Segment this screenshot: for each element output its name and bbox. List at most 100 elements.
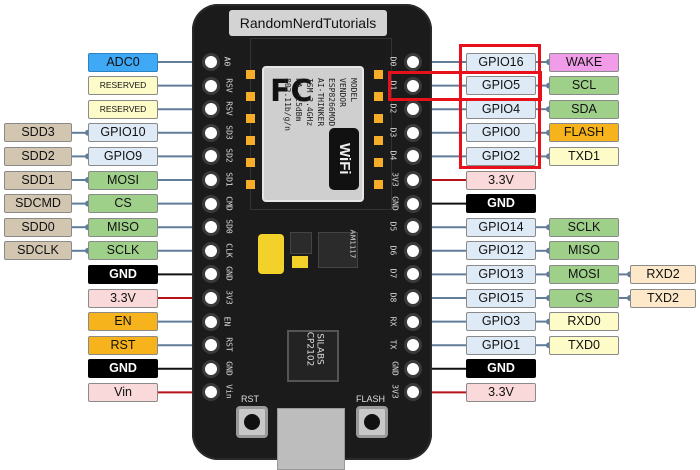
right-pin-tag: SCLK — [549, 217, 619, 237]
right-pin-tag: 3.3V — [466, 170, 536, 190]
right-pin-hole — [404, 265, 422, 284]
left-pin-hole — [202, 241, 220, 260]
module-pad — [374, 158, 383, 167]
right-pin-label: GND — [390, 195, 400, 211]
module-pad — [246, 136, 255, 145]
left-pin-hole — [202, 359, 220, 378]
right-pin-hole — [404, 147, 422, 166]
right-pin-tag: SDA — [549, 99, 619, 119]
left-pin-tag: SDD1 — [4, 170, 72, 190]
right-pin-label: D2 — [388, 103, 398, 114]
module-text: MODEL — [349, 78, 358, 103]
right-pin-hole — [404, 171, 422, 189]
right-pin-hole — [404, 289, 422, 307]
esp8266-module — [250, 38, 392, 210]
left-pin-label: GND — [224, 266, 234, 282]
left-pin-hole — [202, 123, 220, 142]
left-pin-label: SD3 — [224, 125, 234, 140]
left-pin-hole — [202, 76, 220, 95]
right-pin-label: 3V3 — [390, 172, 400, 187]
left-pin-label: RSV — [224, 101, 234, 116]
right-pin-label: TX — [388, 339, 398, 350]
left-pin-tag: MOSI — [88, 170, 158, 190]
right-pin-label: GND — [390, 361, 400, 376]
module-pad — [374, 136, 383, 145]
right-pin-hole — [404, 123, 422, 142]
left-pin-tag: ADC0 — [88, 52, 158, 72]
left-pin-tag: SDD3 — [4, 123, 72, 143]
right-pin-hole — [404, 53, 422, 71]
right-pin-hole — [404, 312, 422, 331]
right-pin-label: D8 — [388, 292, 398, 303]
highlight-gpio-column — [459, 44, 541, 169]
left-pin-tag: RESERVED — [88, 76, 158, 96]
module-text: ESP8266MOD — [327, 78, 336, 127]
left-pin-label: SD1 — [224, 172, 234, 187]
module-pad — [374, 70, 383, 79]
right-pin-tag: GPIO1 — [466, 335, 536, 355]
flash-button-label: FLASH — [356, 394, 386, 404]
right-pin-tag: GPIO13 — [466, 264, 536, 284]
left-pin-hole — [202, 336, 220, 355]
module-pad — [374, 92, 383, 101]
left-pin-tag: 3.3V — [88, 288, 158, 308]
right-pin-tag: GND — [466, 194, 536, 214]
voltage-regulator — [318, 232, 358, 268]
right-pin-tag: TXD1 — [549, 146, 619, 166]
right-pin-hole — [404, 383, 422, 402]
rst-button[interactable] — [236, 406, 268, 438]
right-pin-tag: GPIO0 — [466, 123, 536, 143]
left-pin-label: EN — [222, 316, 232, 326]
right-pin-hole — [404, 336, 422, 355]
left-pin-tag: MISO — [88, 217, 158, 237]
left-pin-tag: Vin — [88, 382, 158, 402]
right-pin-hole — [404, 76, 422, 95]
right-pin-tag: GPIO14 — [466, 217, 536, 237]
right-pin-tag: GPIO12 — [466, 241, 536, 261]
left-pin-tag: GPIO10 — [88, 123, 158, 143]
left-pin-tag: SDCMD — [4, 194, 72, 214]
right-pin-tag: TXD0 — [549, 335, 619, 355]
regulator-label: AM1117 — [348, 229, 357, 259]
left-pin-tag: GND — [88, 264, 158, 284]
highlight-i2c-row — [388, 71, 542, 101]
right-pin-tag: WAKE — [549, 52, 619, 72]
left-pin-hole — [202, 147, 220, 166]
left-pin-hole — [202, 194, 220, 213]
module-pad — [246, 114, 255, 123]
left-pin-hole — [202, 100, 220, 119]
right-pin-tag: CS — [549, 288, 619, 308]
right-pin-tag: TXD2 — [630, 288, 696, 308]
right-pin-tag: FLASH — [549, 123, 619, 143]
right-pin-tag: GPIO4 — [466, 99, 536, 119]
left-pin-hole — [202, 265, 220, 284]
module-text: VENDOR — [338, 78, 347, 107]
right-pin-hole — [404, 241, 422, 260]
right-pin-label: D0 — [388, 56, 398, 67]
usb-chip-label-2: CP2102 — [304, 331, 315, 367]
module-pad — [246, 70, 255, 79]
flash-button[interactable] — [356, 406, 388, 438]
right-pin-tag: MISO — [549, 241, 619, 261]
left-pin-tag: RESERVED — [88, 99, 158, 119]
left-pin-label: 3V3 — [224, 290, 234, 305]
left-pin-label: CMD — [224, 195, 234, 211]
module-pad — [246, 180, 255, 189]
right-pin-label: 3V3 — [390, 384, 400, 400]
left-pin-label: RSV — [224, 77, 234, 93]
right-pin-label: D7 — [388, 269, 398, 279]
left-pin-tag: SCLK — [88, 241, 158, 261]
left-pin-tag: CS — [88, 194, 158, 214]
right-pin-tag: GPIO15 — [466, 288, 536, 308]
right-pin-label: D5 — [388, 221, 398, 232]
right-pin-label: D4 — [388, 151, 398, 161]
small-chip — [290, 232, 312, 254]
module-pad — [246, 158, 255, 167]
left-pin-tag: SDD0 — [4, 217, 72, 237]
right-pin-hole — [404, 100, 422, 119]
right-pin-tag: GPIO5 — [466, 76, 536, 96]
left-pin-tag: RST — [88, 335, 158, 355]
right-pin-tag: 3.3V — [466, 382, 536, 402]
left-pin-label: SD0 — [224, 219, 234, 234]
